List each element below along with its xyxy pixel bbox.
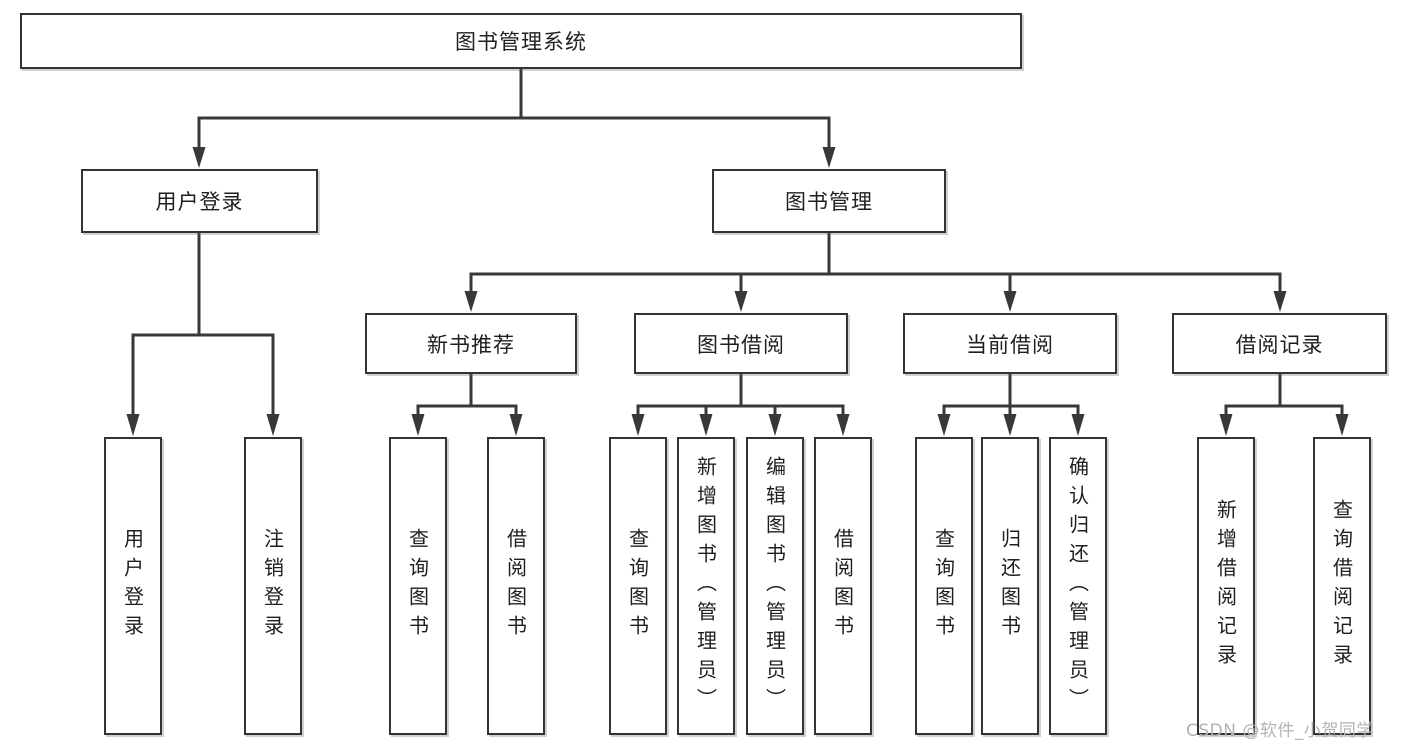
leaf-user-login: 用户登录 bbox=[104, 437, 162, 735]
node-borrow-records-label: 借阅记录 bbox=[1235, 332, 1324, 357]
leaf-query-books-recommend: 查询图书 bbox=[389, 437, 447, 735]
leaf-return-books: 归还图书 bbox=[981, 437, 1039, 735]
leaf-user-login-label: 用户登录 bbox=[120, 528, 145, 644]
leaf-confirm-return-admin-label: 确认归还（管理员） bbox=[1065, 455, 1090, 717]
node-library-system: 图书管理系统 bbox=[20, 13, 1022, 69]
leaf-query-books-current: 查询图书 bbox=[915, 437, 973, 735]
leaf-query-borrow-record-label: 查询借阅记录 bbox=[1329, 499, 1354, 673]
leaf-query-books-borrow: 查询图书 bbox=[609, 437, 667, 735]
leaf-edit-books-admin-label: 编辑图书（管理员） bbox=[762, 455, 787, 717]
node-user-login: 用户登录 bbox=[81, 169, 318, 233]
node-user-login-label: 用户登录 bbox=[155, 190, 244, 214]
node-book-borrow-label: 图书借阅 bbox=[697, 332, 785, 357]
leaf-return-books-label: 归还图书 bbox=[997, 528, 1022, 644]
leaf-add-borrow-record-label: 新增借阅记录 bbox=[1213, 499, 1238, 673]
node-book-management-label: 图书管理 bbox=[785, 190, 873, 214]
leaf-add-borrow-record: 新增借阅记录 bbox=[1197, 437, 1255, 735]
leaf-add-books-admin: 新增图书（管理员） bbox=[677, 437, 735, 735]
node-current-borrow: 当前借阅 bbox=[903, 313, 1117, 374]
node-new-book-recommend: 新书推荐 bbox=[365, 313, 577, 374]
node-new-book-recommend-label: 新书推荐 bbox=[427, 332, 515, 357]
leaf-query-books-current-label: 查询图书 bbox=[931, 528, 956, 644]
leaf-borrow-books-recommend: 借阅图书 bbox=[487, 437, 545, 735]
node-library-system-label: 图书管理系统 bbox=[455, 30, 587, 54]
leaf-edit-books-admin: 编辑图书（管理员） bbox=[746, 437, 804, 735]
leaf-query-books-recommend-label: 查询图书 bbox=[405, 528, 430, 644]
leaf-add-books-admin-label: 新增图书（管理员） bbox=[693, 455, 718, 717]
leaf-borrow-books-label: 借阅图书 bbox=[830, 528, 855, 644]
leaf-logout: 注销登录 bbox=[244, 437, 302, 735]
leaf-query-borrow-record: 查询借阅记录 bbox=[1313, 437, 1371, 735]
csdn-watermark: CSDN @软件_小贺同学 bbox=[1186, 721, 1374, 741]
leaf-query-books-borrow-label: 查询图书 bbox=[625, 528, 650, 644]
node-current-borrow-label: 当前借阅 bbox=[966, 332, 1054, 357]
node-book-borrow: 图书借阅 bbox=[634, 313, 848, 374]
leaf-borrow-books-recommend-label: 借阅图书 bbox=[503, 528, 528, 644]
leaf-logout-label: 注销登录 bbox=[260, 528, 285, 644]
node-borrow-records: 借阅记录 bbox=[1172, 313, 1387, 374]
node-book-management: 图书管理 bbox=[712, 169, 946, 233]
leaf-borrow-books: 借阅图书 bbox=[814, 437, 872, 735]
leaf-confirm-return-admin: 确认归还（管理员） bbox=[1049, 437, 1107, 735]
